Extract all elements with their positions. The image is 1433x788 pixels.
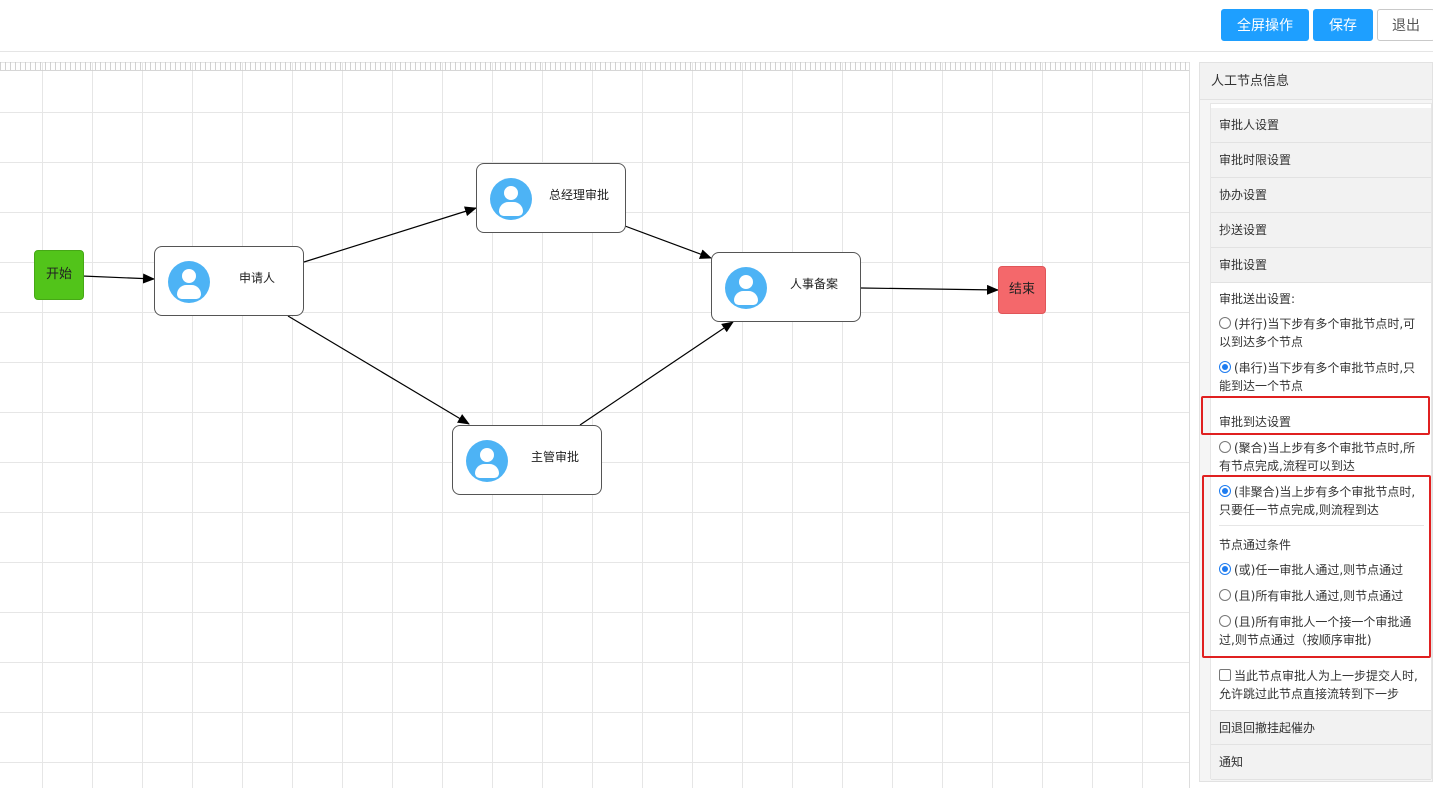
flow-canvas[interactable]: 开始 结束 申请人 总经理审批 主管审批 人事备案 bbox=[0, 62, 1190, 788]
task-label: 申请人 bbox=[238, 271, 275, 285]
section-notify[interactable]: 通知 bbox=[1211, 745, 1431, 780]
top-toolbar: 全屏操作 保存 退出 bbox=[0, 0, 1433, 52]
divider bbox=[1219, 525, 1424, 526]
task-node-supervisor-approval[interactable]: 主管审批 bbox=[452, 425, 602, 495]
section-cc[interactable]: 抄送设置 bbox=[1211, 213, 1431, 248]
radio-icon[interactable] bbox=[1219, 615, 1231, 627]
edge-supervisor-hr[interactable] bbox=[579, 321, 734, 426]
skip-node-option[interactable]: 当此节点审批人为上一步提交人时,允许跳过此节点直接流转到下一步 bbox=[1219, 669, 1418, 701]
start-node[interactable]: 开始 bbox=[34, 250, 84, 300]
pass-condition-label: 节点通过条件 bbox=[1219, 538, 1292, 552]
send-out-option-serial[interactable]: (串行)当下步有多个审批节点时,只能到达一个节点 bbox=[1219, 361, 1416, 393]
pass-option-all[interactable]: (且)所有审批人通过,则节点通过 bbox=[1219, 587, 1427, 605]
arrival-settings-title: 审批到达设置 bbox=[1219, 415, 1292, 429]
user-avatar-icon bbox=[490, 178, 532, 220]
task-node-applicant[interactable]: 申请人 bbox=[154, 246, 304, 316]
send-out-option-parallel[interactable]: (并行)当下步有多个审批节点时,可以到达多个节点 bbox=[1219, 317, 1416, 349]
send-out-label: 审批送出设置: bbox=[1219, 292, 1296, 306]
task-label: 人事备案 bbox=[789, 277, 838, 291]
pass-option-sequential[interactable]: (且)所有审批人一个接一个审批通过,则节点通过（按顺序审批) bbox=[1219, 615, 1412, 647]
panel-body: 审批人设置 审批时限设置 协办设置 抄送设置 审批设置 审批送出设置: (并行)… bbox=[1210, 103, 1432, 780]
user-avatar-icon bbox=[725, 267, 767, 309]
section-assist[interactable]: 协办设置 bbox=[1211, 178, 1431, 213]
end-node[interactable]: 结束 bbox=[998, 266, 1046, 314]
edge-start-applicant[interactable] bbox=[81, 273, 155, 284]
edge-applicant-gm[interactable] bbox=[303, 206, 477, 263]
panel-title: 人工节点信息 bbox=[1200, 63, 1432, 100]
node-properties-panel: 人工节点信息 审批人设置 审批时限设置 协办设置 抄送设置 审批设置 审批送出设… bbox=[1199, 62, 1433, 782]
checkbox-icon[interactable] bbox=[1219, 669, 1231, 681]
edge-applicant-supervisor[interactable] bbox=[287, 315, 470, 425]
canvas-ruler bbox=[0, 62, 1189, 71]
task-label: 主管审批 bbox=[530, 450, 579, 464]
section-approval[interactable]: 审批设置 bbox=[1211, 248, 1431, 283]
section-rollback[interactable]: 回退回撤挂起催办 bbox=[1211, 710, 1431, 745]
task-label: 总经理审批 bbox=[548, 188, 609, 202]
arrival-option-non-aggregate[interactable]: (非聚合)当上步有多个审批节点时,只要任一节点完成,则流程到达 bbox=[1219, 485, 1416, 517]
exit-button[interactable]: 退出 bbox=[1377, 9, 1433, 41]
user-avatar-icon bbox=[168, 261, 210, 303]
fullscreen-button[interactable]: 全屏操作 bbox=[1221, 9, 1309, 41]
radio-icon[interactable] bbox=[1219, 441, 1231, 453]
edge-hr-end[interactable] bbox=[860, 284, 999, 295]
task-node-gm-approval[interactable]: 总经理审批 bbox=[476, 163, 626, 233]
save-button[interactable]: 保存 bbox=[1313, 9, 1373, 41]
radio-selected-icon[interactable] bbox=[1219, 485, 1231, 497]
arrival-option-aggregate[interactable]: (聚合)当上步有多个审批节点时,所有节点完成,流程可以到达 bbox=[1219, 441, 1416, 473]
radio-icon[interactable] bbox=[1219, 317, 1231, 329]
section-time-limit[interactable]: 审批时限设置 bbox=[1211, 143, 1431, 178]
user-avatar-icon bbox=[466, 440, 508, 482]
task-node-hr-filing[interactable]: 人事备案 bbox=[711, 252, 861, 322]
pass-option-any[interactable]: (或)任一审批人通过,则节点通过 bbox=[1219, 561, 1427, 579]
edge-gm-hr[interactable] bbox=[624, 225, 712, 259]
flow-edges bbox=[81, 206, 999, 426]
radio-selected-icon[interactable] bbox=[1219, 563, 1231, 575]
radio-icon[interactable] bbox=[1219, 589, 1231, 601]
radio-selected-icon[interactable] bbox=[1219, 361, 1231, 373]
section-approver[interactable]: 审批人设置 bbox=[1211, 108, 1431, 143]
